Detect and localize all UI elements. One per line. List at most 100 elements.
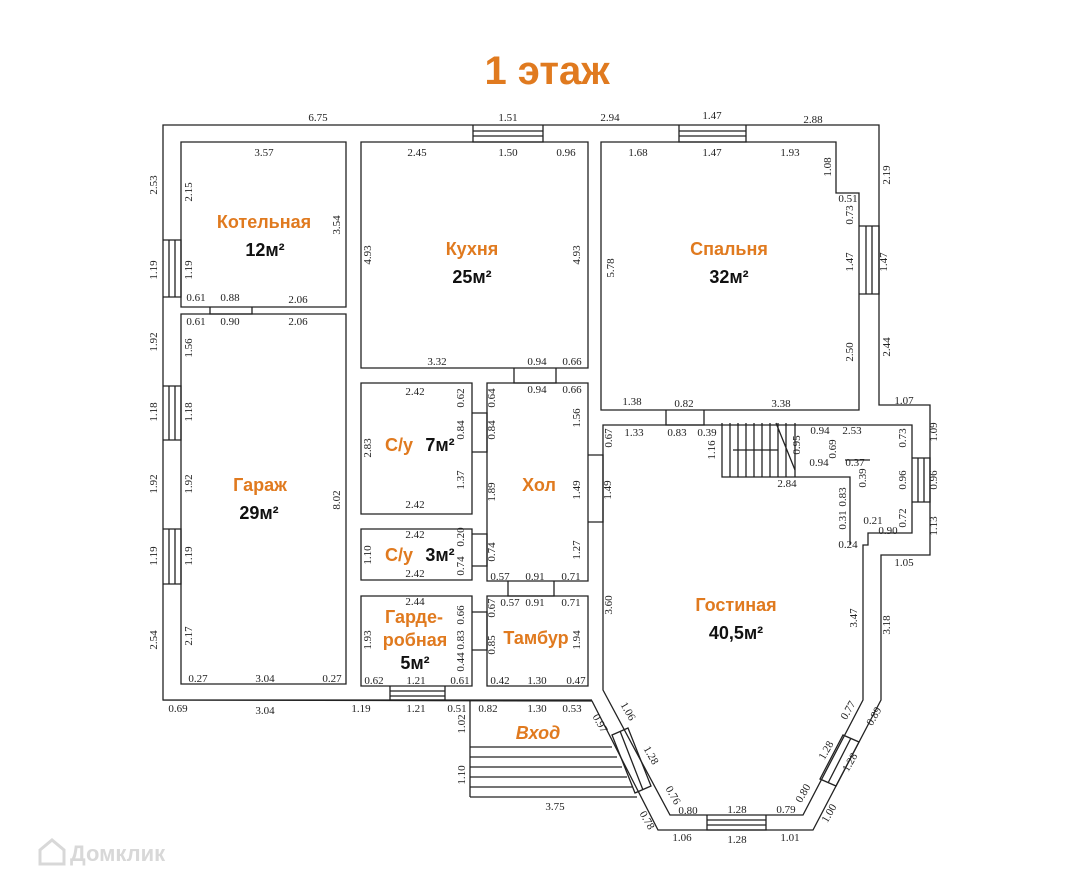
dimension-label: 3.18 [881,615,893,635]
dimension-label: 1.06 [672,832,692,844]
room-name: Гараж [233,475,287,495]
dimension-label: 0.51 [838,193,857,205]
dimension-label: 6.75 [308,112,328,124]
dimension-label: 1.38 [622,396,642,408]
dimension-label: 3.32 [427,356,446,368]
dimension-label: 1.56 [571,408,583,428]
dimension-label: 1.19 [148,546,160,566]
dimension-label: 1.94 [571,630,583,650]
dimension-label: 1.28 [727,834,747,846]
dimension-label: 0.21 [863,515,882,527]
dimension-label: 1.18 [183,402,195,422]
dimension-label: 1.28 [641,744,661,767]
dimension-label: 0.72 [897,508,909,527]
dimension-label: 2.06 [288,294,308,306]
dimension-label: 1.19 [351,703,371,715]
dimension-label: 0.79 [776,804,796,816]
room-name: Гарде- [385,607,443,627]
dimension-label: 1.92 [148,332,160,351]
dimension-label: 0.96 [897,470,909,490]
dimension-label: 1.49 [571,480,583,500]
dimension-label: 2.84 [777,478,797,490]
dimension-label: 3.47 [848,608,860,628]
dimension-label: 0.71 [561,571,580,583]
dimension-label: 2.42 [405,386,424,398]
room-area: 5м² [400,653,429,673]
dimension-label: 0.62 [364,675,383,687]
room-area: 3м² [425,545,454,565]
room-name: Спальня [690,239,768,259]
dimension-label: 1.02 [456,714,468,733]
dimension-label: 0.61 [450,675,469,687]
dimension-label: 0.61 [186,316,205,328]
dimension-label: 0.76 [663,784,683,807]
dimension-label: 2.54 [148,630,160,650]
dimension-label: 1.47 [702,147,722,159]
dimension-label: 0.57 [490,571,510,583]
dimension-label: 0.67 [603,428,615,448]
room-area: 12м² [245,240,284,260]
room-name: Гостиная [695,595,776,615]
dimension-label: 0.97 [590,712,610,735]
dimension-label: 3.54 [331,215,343,235]
dimension-label: 0.90 [878,525,898,537]
dimension-label: 1.18 [148,402,160,422]
home-logo-icon [38,838,66,866]
dimension-label: 0.96 [928,470,940,490]
dimension-label: 0.80 [678,805,698,817]
dimension-label: 0.39 [857,468,869,488]
dimension-label: 0.89 [864,705,884,728]
dimension-label: 0.44 [455,652,467,672]
room-area: 25м² [452,267,491,287]
dimension-label: 0.74 [486,542,498,562]
dimension-label: 0.69 [168,703,188,715]
dimension-label: 1.51 [498,112,517,124]
dimension-label: 2.53 [148,175,160,195]
dimension-label: 0.61 [186,292,205,304]
room-name: Котельная [217,212,311,232]
dimension-label: 0.47 [566,675,586,687]
dimension-label: 0.78 [637,809,657,832]
dimension-label: 1.37 [455,470,467,490]
dimension-label: 3.04 [255,705,275,717]
dimension-label: 0.66 [455,605,467,625]
dimension-label: 0.71 [561,597,580,609]
dimension-label: 0.94 [527,384,547,396]
dimension-label: 1.06 [618,700,638,723]
dimension-label: 0.51 [447,703,466,715]
dimension-label: 1.00 [819,802,839,825]
dimension-label: 1.19 [148,260,160,280]
dimension-label: 1.19 [183,546,195,566]
dimension-label: 2.19 [881,165,893,185]
dimension-label: 1.19 [183,260,195,280]
dimension-label: 2.45 [407,147,427,159]
room-area: 32м² [709,267,748,287]
dimension-label: 3.57 [254,147,274,159]
dimension-label: 1.28 [816,739,836,762]
dimension-label: 3.38 [771,398,791,410]
dimension-label: 0.94 [527,356,547,368]
dimension-label: 1.01 [780,832,799,844]
watermark: Домклик [38,838,166,866]
room-name: С/у [385,435,413,455]
dimension-label: 0.77 [838,699,858,722]
dimension-label: 4.93 [571,245,583,265]
dimension-label: 0.27 [322,673,342,685]
dimension-label: 0.66 [562,384,582,396]
dimension-label: 0.91 [525,597,544,609]
dimension-label: 1.68 [628,147,648,159]
dimension-label: 1.10 [456,765,468,785]
room-area: 29м² [239,503,278,523]
room-labels: Котельная 12м² Кухня 25м² Спальня 32м² Г… [217,212,777,743]
dimension-label: 1.47 [878,252,890,272]
dimension-label: 1.47 [844,252,856,272]
dimension-label: 0.82 [674,398,693,410]
dimension-label: 1.27 [571,540,583,560]
dimension-label: 2.42 [405,529,424,541]
dimension-label: 1.30 [527,675,547,687]
dimension-label: 2.53 [842,425,862,437]
dimension-label: 1.07 [894,395,914,407]
dimension-label: 2.50 [844,342,856,362]
room-name: Хол [522,475,556,495]
room-name: Кухня [446,239,499,259]
